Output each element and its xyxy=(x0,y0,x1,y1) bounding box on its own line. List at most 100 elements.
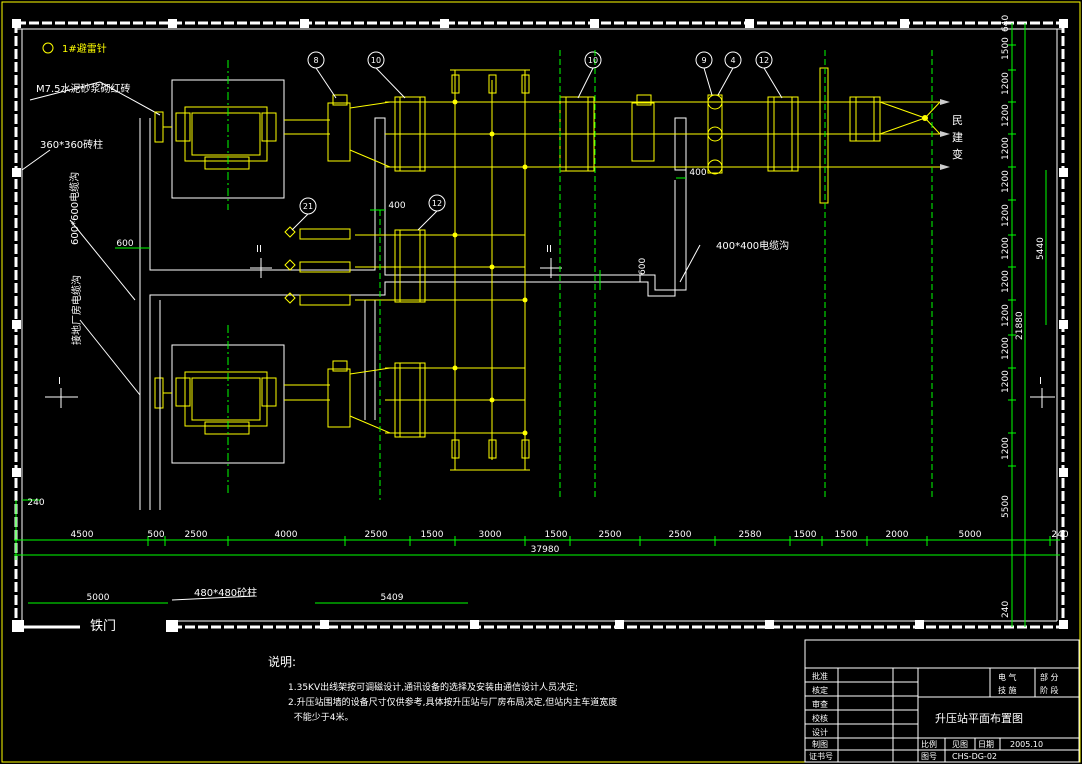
tb-stage-2: 阶 段 xyxy=(1040,685,1059,695)
brick-column-label: 360*360砖柱 xyxy=(40,138,103,151)
dim-r7: 1200 xyxy=(1001,204,1011,227)
dim-r13: 1200 xyxy=(1001,437,1011,460)
tb-drawing-no: CHS-DG-02 xyxy=(952,752,997,761)
callout-8: 12 xyxy=(432,199,442,208)
section-markers xyxy=(45,258,1055,408)
tb-row-6: 制图 xyxy=(812,739,828,749)
callout-4: 9 xyxy=(701,56,706,65)
section-II-right: II xyxy=(546,244,552,255)
tb-drawing-title: 升压站平面布置图 xyxy=(935,711,1023,725)
leader-lines xyxy=(21,81,701,601)
dim-gate-1: 5000 xyxy=(87,593,110,603)
dim-right-span: 5440 xyxy=(1036,237,1046,260)
concrete-column-label: 480*480砼柱 xyxy=(194,586,257,599)
note-line-2: 2.升压站围墙的设备尺寸仅供参考,具体按升压站与厂房布局决定,但站内主车道宽度 xyxy=(288,698,618,708)
dim-r4: 1200 xyxy=(1001,104,1011,127)
outgoing-arrows xyxy=(940,99,950,170)
bus-nodes xyxy=(452,99,928,436)
dimension-ticks xyxy=(15,44,1051,546)
wall-label: M7.5水泥砂浆砌红砖 xyxy=(36,82,131,95)
dim-b15: 5000 xyxy=(959,530,982,540)
dim-total: 37980 xyxy=(531,545,560,555)
tb-row-4: 校核 xyxy=(812,713,828,723)
tb-scale-value: 见图 xyxy=(952,740,968,749)
note-line-1: 1.35KV出线架按可调磁设计,通讯设备的选择及安装由通信设计人员决定; xyxy=(288,683,578,693)
outgoing-label-2: 建 xyxy=(952,130,963,144)
dim-b2: 500 xyxy=(147,530,164,540)
bus-gantry xyxy=(284,69,940,471)
switchgear xyxy=(327,67,941,438)
dim-b14: 2000 xyxy=(886,530,909,540)
tb-date-value: 2005.10 xyxy=(1010,740,1043,749)
note-line-3: 不能少于4米。 xyxy=(288,713,354,723)
cable-trench-b-label: 接地厂房电缆沟 xyxy=(70,275,83,345)
callout-bubbles xyxy=(291,51,783,231)
dim-left-small: 240 xyxy=(27,498,44,508)
notes-title: 说明: xyxy=(268,655,297,669)
tb-stage-1: 技 施 xyxy=(998,685,1017,695)
brick-columns xyxy=(12,19,1068,632)
tb-scale-label: 比例 xyxy=(921,739,937,749)
main-transformer-1 xyxy=(171,60,285,210)
dim-b8: 1500 xyxy=(545,530,568,540)
dim-r14: 5500 xyxy=(1001,495,1011,518)
dim-r2: 1500 xyxy=(1001,37,1011,60)
tb-row-3: 审查 xyxy=(812,699,828,709)
trench-400-label: 400*400电缆沟 xyxy=(716,239,789,252)
tb-row-2: 核定 xyxy=(812,685,828,695)
dim-b13: 1500 xyxy=(835,530,858,540)
dim-b1: 4500 xyxy=(71,530,94,540)
dim-r6: 1200 xyxy=(1001,170,1011,193)
tb-discipline-1: 电 气 xyxy=(998,672,1017,682)
outgoing-label-3: 变 xyxy=(952,147,963,161)
dim-gate-2: 5409 xyxy=(381,593,404,603)
callout-2: 10 xyxy=(371,56,381,65)
callout-1: 8 xyxy=(313,56,318,65)
dim-b4: 4000 xyxy=(275,530,298,540)
tb-row-7: 证书号 xyxy=(809,751,833,761)
callout-7: 21 xyxy=(303,202,313,211)
dim-r9: 1200 xyxy=(1001,270,1011,293)
cable-trenches xyxy=(139,117,687,510)
dim-b7: 3000 xyxy=(479,530,502,540)
tb-row-1: 批准 xyxy=(812,671,828,681)
tb-discipline-2: 部 分 xyxy=(1040,672,1059,682)
section-II-left: II xyxy=(256,244,262,255)
dim-r3: 1200 xyxy=(1001,72,1011,95)
callout-5: 4 xyxy=(730,56,735,65)
legend-lightning-rod: 1#避雷针 xyxy=(62,42,107,55)
dim-r15: 240 xyxy=(1001,601,1011,618)
dim-b11: 2580 xyxy=(739,530,762,540)
transformer-terminals xyxy=(154,111,172,409)
tb-row-5: 设计 xyxy=(812,727,828,737)
dim-r8: 1200 xyxy=(1001,237,1011,260)
callout-6: 12 xyxy=(759,56,769,65)
tb-date-label: 日期 xyxy=(978,740,994,749)
dim-r1: 640 xyxy=(1001,15,1011,32)
title-block-frame xyxy=(804,639,1080,763)
dim-r5: 1200 xyxy=(1001,137,1011,160)
callout-numbers: 8 10 10 9 4 12 21 12 xyxy=(303,56,769,211)
line-ends xyxy=(284,226,351,306)
dim-inner-3: 400 xyxy=(689,168,706,178)
dim-b16: 240 xyxy=(1051,530,1068,540)
dim-b6: 1500 xyxy=(421,530,444,540)
dim-right-total: 21880 xyxy=(1015,311,1025,340)
dimension-lines xyxy=(14,23,1060,627)
dim-inner-1: 600 xyxy=(116,239,133,249)
dim-b12: 1500 xyxy=(794,530,817,540)
dim-inner-2: 400 xyxy=(388,201,405,211)
callout-3: 10 xyxy=(588,56,598,65)
tb-drawing-no-label: 图号 xyxy=(921,752,937,761)
section-I-right: I xyxy=(1039,376,1042,387)
section-I-left: I xyxy=(58,376,61,387)
dim-r11: 1200 xyxy=(1001,337,1011,360)
gate-label: 铁门 xyxy=(90,619,116,634)
cable-trench-a-label: 600*600电缆沟 xyxy=(68,172,81,245)
dim-r12: 1200 xyxy=(1001,370,1011,393)
bottom-dimensions: 4500 500 2500 4000 2500 1500 3000 1500 2… xyxy=(27,168,1068,603)
dim-b3: 2500 xyxy=(185,530,208,540)
